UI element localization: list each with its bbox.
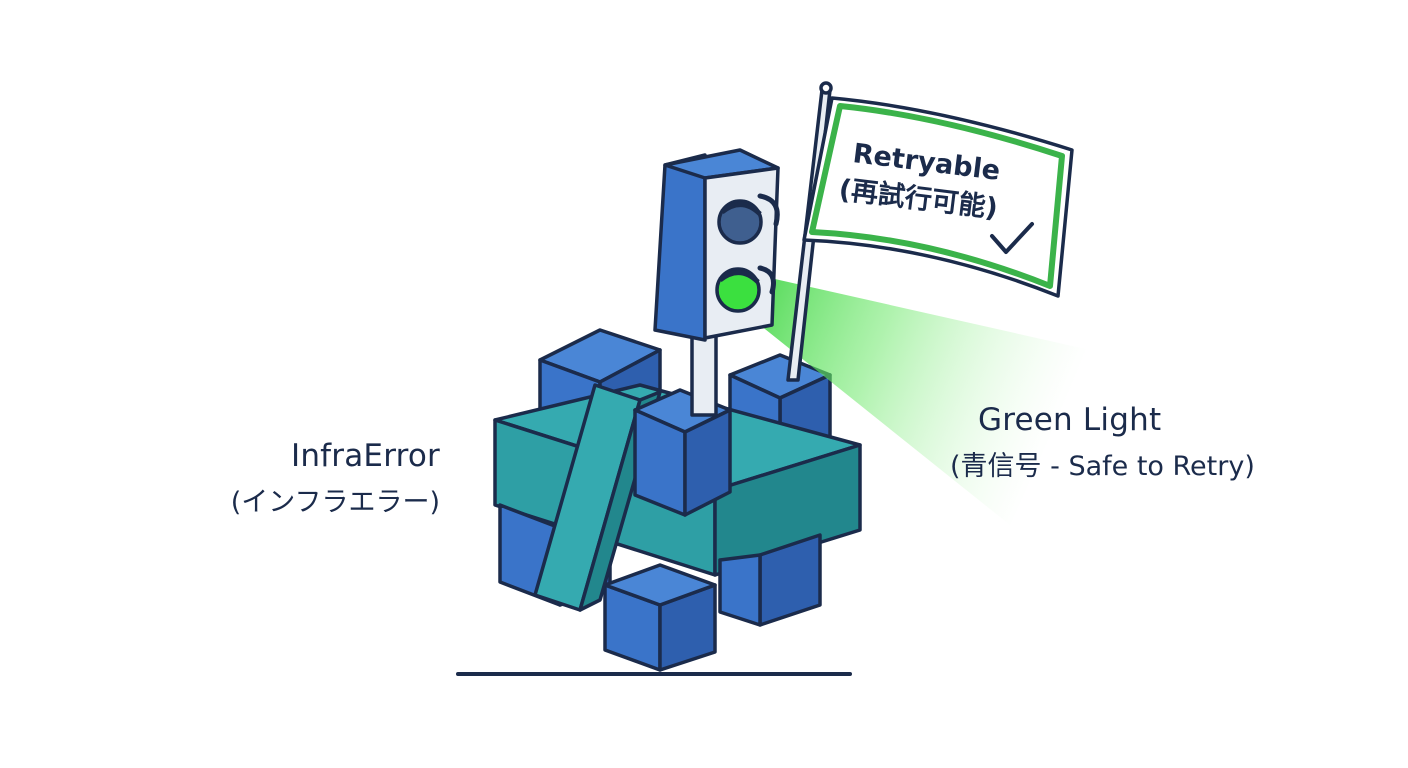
- green-light-label: Green Light (青信号 - Safe to Retry): [950, 402, 1255, 483]
- infra-error-label: InfraError (インフラエラー): [190, 438, 440, 519]
- green-light-title: Green Light: [978, 402, 1162, 438]
- traffic-light-icon: [653, 148, 780, 417]
- check-icon: [990, 222, 1034, 254]
- flag-icon: [786, 81, 1074, 382]
- green-light-beam: [735, 270, 1090, 525]
- infra-error-subtitle: (インフラエラー): [230, 487, 440, 518]
- green-light-subtitle: (青信号 - Safe to Retry): [950, 451, 1255, 482]
- infra-error-title: InfraError: [290, 438, 440, 474]
- block-cluster: [493, 328, 862, 672]
